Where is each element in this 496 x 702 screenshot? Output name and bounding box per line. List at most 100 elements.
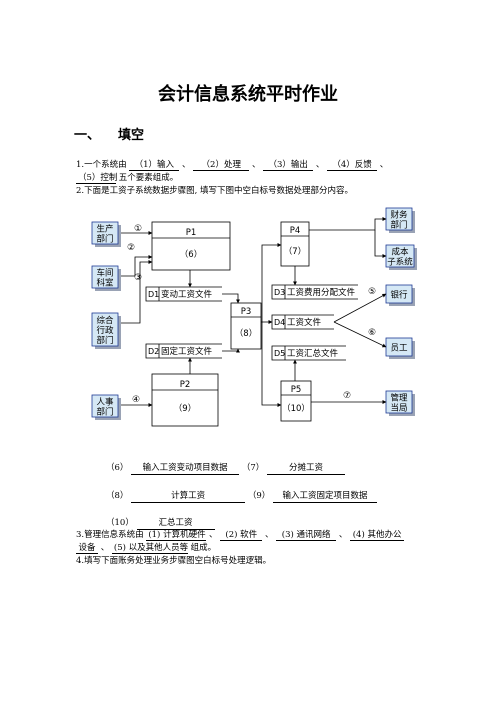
store-d5-id: D5 [274, 349, 285, 358]
answer-row-2: （8） 计算工资 （9） 输入工资固定项目数据 [106, 489, 377, 503]
process-p5-num: （10） [282, 403, 310, 414]
q3-sep: 、 [209, 530, 218, 540]
entity-production-dept-label: 部门 [96, 234, 113, 245]
store-d5-label: 工资汇总文件 [287, 348, 339, 359]
flow-d4-e7 [333, 293, 387, 323]
entity-management-label: 当局 [390, 403, 407, 414]
process-p4-num: （7） [284, 246, 306, 257]
answer-8-label: （8） [106, 491, 129, 501]
answer-10-label: （10） [106, 518, 134, 528]
question-2: 2.下面是工资子系统数据步骤图, 填写下图中空白标号数据处理部分内容。 [76, 186, 354, 196]
entity-hr-dept-label: 人事 [96, 397, 114, 408]
entity-production-dept-label: 生产 [96, 224, 113, 235]
store-d1 [145, 286, 222, 302]
q3-sep: 、 [338, 530, 348, 540]
answer-7: 分摊工资 [266, 463, 345, 475]
process-p3 [230, 302, 262, 350]
store-d1-label: 变动工资文件 [161, 289, 213, 300]
store-d1-id: D1 [148, 290, 159, 299]
question-3: 3.管理信息系统由 (1) 计算机硬件 、 (2) 软件 、 (3) 通讯网络 … [76, 528, 405, 541]
q3-suffix: 组成。 [190, 543, 217, 553]
q3-blank-4-cont: 设备 [76, 543, 98, 554]
answer-10: 汇总工资 [136, 518, 215, 530]
q1-blank-4: （4）反馈 [327, 160, 378, 171]
mark-2: ② [127, 243, 135, 253]
mark-3: ③ [134, 273, 142, 283]
question-1: 1.一个系统由 （1）输入 、 （2）处理 、 （3）输出 、 （4）反馈 、 [76, 158, 388, 171]
question-4: 4.填写下面账务处理业务步骤图空白标号处理逻辑。 [76, 556, 272, 566]
flow-d4-p5 [261, 322, 282, 407]
q3-blank-5: (5) 以及其他人员等 [111, 543, 189, 554]
answer-9-label: （9） [247, 491, 271, 501]
flow-e3-p1 [121, 260, 153, 324]
process-p5-id: P5 [291, 385, 302, 395]
q1-sep: 、 [315, 160, 325, 170]
q3-blank-4: (4) 其他办公 [350, 530, 405, 541]
store-d4-label: 工资文件 [287, 317, 322, 328]
entity-admin-dept-label: 部门 [96, 335, 113, 346]
mark-5: ⑤ [368, 287, 376, 297]
entity-workshop-office-label: 车间 [96, 268, 113, 279]
flow-p4-e6 [374, 230, 387, 258]
process-p3-id: P3 [241, 307, 252, 317]
page-title: 会计信息系统平时作业 [158, 84, 338, 105]
answer-6-label: （6） [106, 463, 129, 473]
entity-admin-dept-label: 综合 [96, 315, 114, 326]
q1-blank-5: （5）控制 [76, 173, 118, 184]
store-d2 [145, 343, 222, 359]
store-d3-label: 工资费用分配文件 [287, 287, 356, 298]
entity-hr-dept-label: 部门 [96, 407, 113, 418]
q3-sep: 、 [264, 530, 274, 540]
process-p1-id: P1 [186, 228, 197, 238]
store-d5 [271, 345, 346, 361]
answer-row-1: （6） 输入工资变动项目数据 （7） 分摊工资 [106, 461, 345, 475]
answer-9: 输入工资固定项目数据 [272, 491, 377, 503]
store-d2-id: D2 [148, 347, 159, 356]
process-p1-num: （6） [180, 249, 202, 260]
q1-blank-3: （3）输出 [263, 160, 314, 171]
entity-admin-dept [91, 312, 119, 347]
q1-suffix: 五个要素组成。 [118, 173, 179, 183]
answer-row-3: （10） 汇总工资 [106, 516, 215, 530]
entity-admin-dept-label: 行政 [96, 325, 114, 336]
section-heading: 一、 填空 [74, 124, 144, 143]
question-3-cont: 设备 、 (5) 以及其他人员等 组成。 [76, 541, 216, 554]
entity-finance-dept-label: 财务 [390, 210, 408, 221]
question-1-cont: （5）控制 五个要素组成。 [76, 171, 178, 184]
flow-p4-e5 [309, 217, 387, 231]
entity-production-dept [91, 221, 119, 245]
store-d3-id: D3 [274, 288, 285, 297]
process-p5 [280, 380, 312, 422]
process-p3-num: （8） [235, 328, 257, 339]
entity-hr-dept [91, 394, 119, 418]
mark-6: ⑥ [368, 328, 376, 338]
q1-sep: 、 [251, 160, 261, 170]
q1-sep: 、 [182, 160, 191, 170]
entity-bank-label: 银行 [390, 290, 408, 301]
mark-4: ④ [132, 395, 140, 405]
entity-management-label: 管理 [390, 393, 408, 404]
flow-d4-e8 [333, 321, 387, 348]
entity-finance-dept-label: 部门 [390, 220, 407, 231]
mark-7: ⑦ [343, 391, 351, 401]
flow-d2-p3 [222, 348, 240, 353]
entity-employee-label: 员工 [390, 344, 408, 354]
section-title: 填空 [118, 128, 145, 143]
mark-1: ① [134, 224, 142, 234]
q3-prefix: 3.管理信息系统由 [76, 530, 144, 540]
process-p1 [151, 221, 231, 271]
section-number: 一、 [74, 128, 101, 143]
q1-sep: 、 [379, 160, 389, 170]
q3-blank-2: (2) 软件 [220, 530, 263, 541]
entity-cost-subsystem-label: 成本 [391, 247, 409, 258]
q1-blank-2: （2）处理 [193, 160, 250, 171]
q1-prefix: 1.一个系统由 [76, 160, 127, 170]
flow-d4-p4 [261, 243, 282, 322]
answer-7-label: （7） [241, 463, 265, 473]
store-d4-id: D4 [274, 318, 285, 327]
q3-blank-1: (1) 计算机硬件 [146, 530, 207, 541]
entity-workshop-office [91, 265, 119, 289]
process-p2-id: P2 [180, 380, 191, 390]
process-p4-id: P4 [290, 226, 301, 236]
